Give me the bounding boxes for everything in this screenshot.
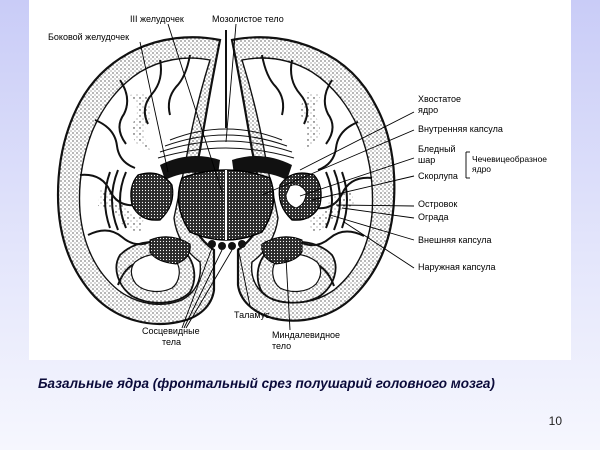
label-mammillary-2: тела	[162, 337, 181, 347]
labels: III желудочек Мозолистое тело Боковой же…	[48, 14, 547, 351]
right-lateral-ventricle	[232, 156, 292, 180]
label-thalamus: Таламус	[234, 310, 270, 320]
right-globus-pallidus	[285, 184, 307, 209]
label-claustrum: Ограда	[418, 212, 449, 222]
label-lentiform-2: ядро	[472, 164, 491, 174]
label-globus-1: Бледный	[418, 144, 456, 154]
label-caudate-1: Хвостатое	[418, 94, 461, 104]
left-insula-stripes	[104, 169, 127, 231]
left-amygdala	[149, 236, 191, 265]
label-amygdala-2: тело	[272, 341, 291, 351]
label-mammillary-1: Сосцевидные	[142, 326, 200, 336]
page-number: 10	[548, 414, 562, 428]
leader-lines	[139, 23, 470, 331]
label-corpus-callosum: Мозолистое тело	[212, 14, 284, 24]
label-amygdala-1: Миндалевидное	[272, 330, 340, 340]
label-caudate-2: ядро	[418, 105, 438, 115]
left-lateral-ventricle	[160, 156, 220, 180]
label-globus-2: шар	[418, 155, 435, 165]
mammillary-bodies	[208, 240, 246, 250]
label-insula: Островок	[418, 199, 457, 209]
label-lateral-ventricle: Боковой желудочек	[48, 32, 129, 42]
right-insula-stripes	[325, 169, 348, 231]
label-extreme-capsule: Наружная капсула	[418, 262, 495, 272]
label-lentiform-1: Чечевицеобразное	[472, 154, 547, 164]
label-putamen: Скорлупа	[418, 171, 458, 181]
figure-caption: Базальные ядра (фронтальный срез полушар…	[38, 376, 495, 391]
brain-diagram: III желудочек Мозолистое тело Боковой же…	[48, 14, 547, 351]
left-putamen	[130, 172, 174, 221]
label-external-capsule: Внешняя капсула	[418, 235, 492, 245]
right-amygdala	[261, 236, 303, 265]
label-third-ventricle: III желудочек	[130, 14, 184, 24]
label-internal-capsule: Внутренняя капсула	[418, 124, 503, 134]
